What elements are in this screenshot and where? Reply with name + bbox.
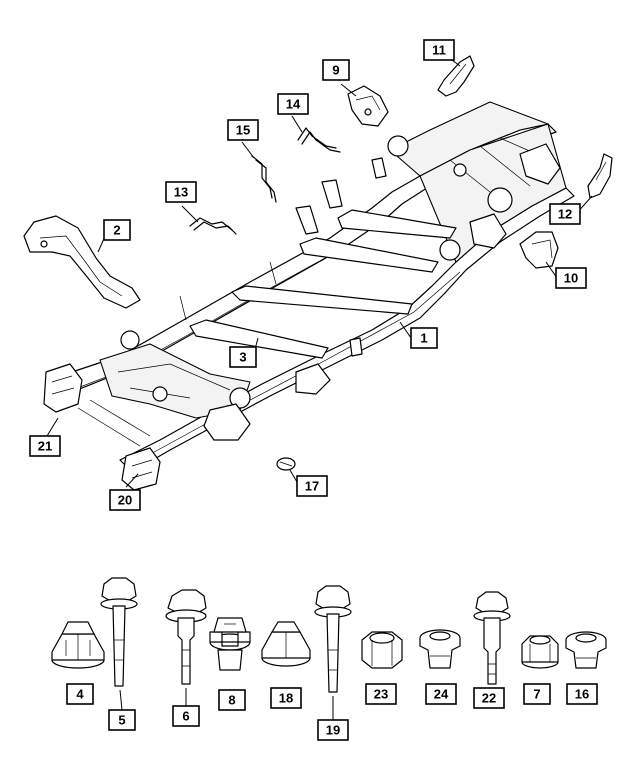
svg-text:9: 9 <box>332 63 339 78</box>
callout-16: 16 <box>566 683 598 705</box>
frame-assembly <box>43 101 575 491</box>
part-7-nut <box>521 635 559 669</box>
callout-5: 5 <box>108 709 136 731</box>
svg-text:22: 22 <box>482 691 496 706</box>
callout-7: 7 <box>523 683 551 705</box>
svg-text:13: 13 <box>174 185 188 200</box>
svg-text:6: 6 <box>182 709 189 724</box>
leader-lines <box>46 59 593 488</box>
part-18-flange-nut <box>261 621 311 667</box>
svg-text:3: 3 <box>239 350 246 365</box>
svg-text:4: 4 <box>76 687 84 702</box>
part-23-nut <box>361 631 403 669</box>
svg-text:17: 17 <box>305 479 319 494</box>
part-12-bracket <box>587 153 613 199</box>
svg-text:16: 16 <box>575 687 589 702</box>
callout-1: 1 <box>410 327 438 349</box>
part-8-insert-nut <box>209 617 251 671</box>
callout-3: 3 <box>229 346 257 368</box>
svg-text:2: 2 <box>113 223 120 238</box>
callout-23: 23 <box>365 683 397 705</box>
callout-19: 19 <box>317 719 349 741</box>
part-10-bracket <box>519 231 559 269</box>
callout-13: 13 <box>165 181 197 203</box>
callout-9: 9 <box>322 59 350 81</box>
callout-22: 22 <box>473 687 505 709</box>
part-16-bushing <box>565 631 607 669</box>
callout-2: 2 <box>103 219 131 241</box>
callout-6: 6 <box>172 705 200 727</box>
part-5-long-bolt <box>100 577 138 687</box>
part-17-plug <box>276 457 296 471</box>
callout-8: 8 <box>218 689 246 711</box>
callout-17: 17 <box>296 475 328 497</box>
callout-12: 12 <box>549 203 581 225</box>
part-4-flange-nut <box>51 621 105 669</box>
svg-text:15: 15 <box>236 123 250 138</box>
svg-text:12: 12 <box>558 207 572 222</box>
part-15-clip <box>251 155 277 203</box>
svg-text:11: 11 <box>432 43 446 58</box>
callout-14: 14 <box>277 93 309 115</box>
part-22-shoulder-bolt <box>473 591 511 685</box>
part-2-bracket <box>23 215 141 309</box>
svg-text:14: 14 <box>286 97 301 112</box>
part-11-bracket <box>437 55 475 97</box>
part-24-bushing <box>419 629 461 669</box>
part-9-bracket <box>347 85 389 127</box>
svg-text:8: 8 <box>228 693 235 708</box>
callout-24: 24 <box>425 683 457 705</box>
callout-20: 20 <box>109 489 141 511</box>
callout-21: 21 <box>29 435 61 457</box>
svg-text:24: 24 <box>434 687 449 702</box>
callout-11: 11 <box>423 39 455 61</box>
fastener-leader-lines <box>119 688 334 720</box>
svg-text:7: 7 <box>533 687 540 702</box>
part-19-long-bolt <box>314 585 352 693</box>
part-14-clip <box>297 127 341 153</box>
svg-text:20: 20 <box>118 493 132 508</box>
svg-text:5: 5 <box>118 713 125 728</box>
svg-text:21: 21 <box>38 439 52 454</box>
callout-15: 15 <box>227 119 259 141</box>
part-6-bolt <box>165 589 207 685</box>
svg-text:1: 1 <box>420 331 427 346</box>
svg-text:19: 19 <box>326 723 340 738</box>
callout-4: 4 <box>66 683 94 705</box>
callout-18: 18 <box>270 687 302 709</box>
svg-text:18: 18 <box>279 691 293 706</box>
svg-text:10: 10 <box>564 271 578 286</box>
callout-10: 10 <box>555 267 587 289</box>
svg-text:23: 23 <box>374 687 388 702</box>
